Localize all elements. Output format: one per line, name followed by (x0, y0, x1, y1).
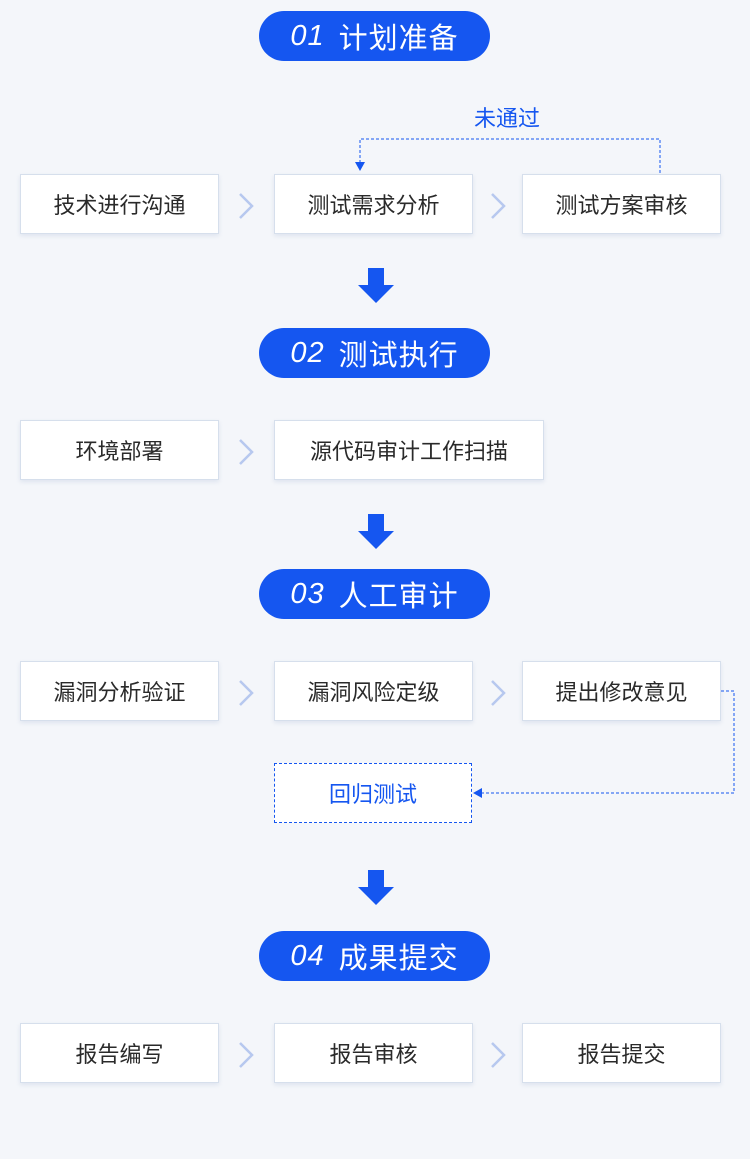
step-label: 报告审核 (329, 1043, 418, 1068)
chevron-right-icon (237, 437, 255, 467)
step-label: 漏洞风险定级 (307, 681, 440, 706)
stage-number: 01 (290, 19, 325, 52)
feedback-loop-1 (359, 138, 661, 173)
step-box: 测试需求分析 (274, 174, 473, 234)
arrow-down-icon (358, 514, 394, 549)
chevron-right-icon (237, 678, 255, 708)
stage-title: 人工审计 (338, 579, 459, 613)
feedback-arrowhead-1 (355, 162, 365, 171)
step-label: 报告编写 (75, 1043, 164, 1068)
stage-title: 成果提交 (338, 941, 459, 975)
stage-header-04: 04 成果提交 (259, 931, 490, 981)
step-box: 漏洞分析验证 (20, 661, 219, 721)
chevron-right-icon (237, 191, 255, 221)
step-box: 技术进行沟通 (20, 174, 219, 234)
step-label: 源代码审计工作扫描 (309, 440, 508, 465)
arrow-down-icon (358, 268, 394, 303)
stage-header-03: 03 人工审计 (259, 569, 490, 619)
step-label: 测试需求分析 (307, 194, 440, 219)
stage-title: 测试执行 (338, 338, 459, 372)
loop-step-label: 回归测试 (328, 783, 417, 808)
step-box: 漏洞风险定级 (274, 661, 473, 721)
step-label: 提出修改意见 (555, 681, 688, 706)
chevron-right-icon (237, 1040, 255, 1070)
step-box: 报告编写 (20, 1023, 219, 1083)
stage-header-02: 02 测试执行 (259, 328, 490, 378)
step-label: 漏洞分析验证 (53, 681, 186, 706)
step-box: 源代码审计工作扫描 (274, 420, 544, 480)
stage-number: 04 (290, 939, 325, 972)
stage-title: 计划准备 (338, 21, 459, 55)
feedback-label: 未通过 (474, 107, 541, 132)
loop-step-box: 回归测试 (274, 763, 472, 823)
chevron-right-icon (489, 191, 507, 221)
step-box: 测试方案审核 (522, 174, 721, 234)
chevron-right-icon (489, 678, 507, 708)
step-box: 环境部署 (20, 420, 219, 480)
step-box: 报告提交 (522, 1023, 721, 1083)
step-label: 测试方案审核 (555, 194, 688, 219)
arrow-down-icon (358, 870, 394, 905)
chevron-right-icon (489, 1040, 507, 1070)
step-box: 报告审核 (274, 1023, 473, 1083)
stage-number: 03 (290, 577, 325, 610)
feedback-arrowhead-2 (473, 788, 482, 798)
step-box: 提出修改意见 (522, 661, 721, 721)
step-label: 报告提交 (577, 1043, 666, 1068)
stage-number: 02 (290, 336, 325, 369)
step-label: 技术进行沟通 (53, 194, 186, 219)
step-label: 环境部署 (75, 440, 164, 465)
stage-header-01: 01 计划准备 (259, 11, 490, 61)
